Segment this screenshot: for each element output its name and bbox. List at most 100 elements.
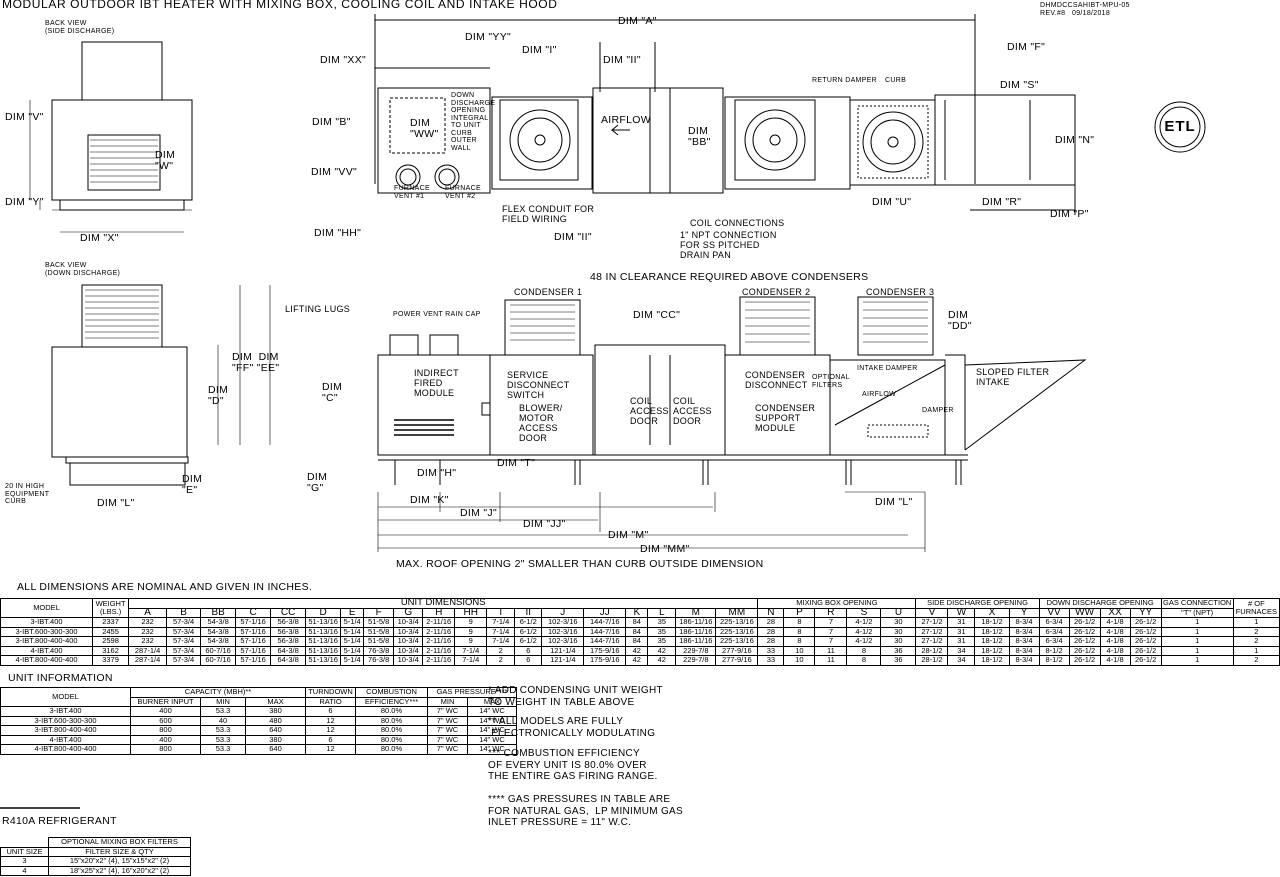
table-cell: 2598: [92, 636, 130, 647]
drawing-label: AIRFLOW: [601, 114, 651, 126]
drawing-label: CURB: [885, 77, 907, 84]
table-cell: 36: [880, 655, 917, 666]
back-view-side-discharge: [29, 41, 193, 233]
table-cell: 84: [625, 626, 649, 637]
table-cell: 3-IBT.800-400-400: [0, 725, 131, 736]
column-header: V: [915, 607, 949, 618]
table-cell: 6: [514, 655, 543, 666]
table-cell: 10-3/4: [393, 655, 424, 666]
etl-logo: [1154, 101, 1206, 153]
table-cell: 287-1/4: [128, 655, 168, 666]
table-cell: 4-1/2: [846, 626, 882, 637]
table-cell: 6-1/2: [514, 617, 543, 628]
table-cell: 31: [947, 626, 976, 637]
table-cell: 1: [1160, 626, 1234, 637]
table-cell: 76-3/8: [363, 655, 395, 666]
drawing-label: DIM "A": [618, 15, 657, 27]
column-header: H: [422, 607, 456, 618]
turndown-header: TURNDOWN: [305, 687, 356, 698]
table-cell: 8-3/4: [1008, 617, 1040, 628]
table-cell: 7: [814, 626, 848, 637]
table-cell: 9: [454, 626, 488, 637]
table-cell: 380: [245, 706, 306, 717]
table-cell: 18-1/2: [974, 636, 1010, 647]
drawing-label: INTAKE DAMPER: [857, 365, 918, 372]
table-cell: 144-7/16: [583, 626, 627, 637]
column-header: F: [363, 607, 395, 618]
table-cell: 1: [1160, 655, 1234, 666]
unit-dimensions-header: UNIT DIMENSIONS: [128, 598, 759, 609]
drawing-label: AIRFLOW: [862, 391, 896, 398]
note-1: * ADD CONDENSING UNIT WEIGHT TO WEIGHT I…: [488, 685, 663, 708]
table-cell: 640: [245, 744, 306, 755]
drawing-label: DIM "WW": [410, 117, 439, 140]
drawing-label: DIM "I": [522, 44, 557, 56]
table-cell: 225-13/16: [715, 626, 759, 637]
drawing-label: 20 IN HIGH EQUIPMENT CURB: [5, 483, 50, 505]
drawing-label: DIM "L": [875, 496, 913, 508]
table-cell: 232: [128, 617, 168, 628]
table-cell: 186-11/16: [675, 626, 717, 637]
table-cell: 2455: [92, 626, 130, 637]
unit-information-title: UNIT INFORMATION: [8, 672, 113, 684]
table-cell: 80.0%: [355, 715, 428, 726]
table-cell: 76-3/8: [363, 645, 395, 656]
table-cell: 31: [947, 636, 976, 647]
table-cell: 7" WC: [427, 715, 468, 726]
table-cell: 4-1/2: [846, 636, 882, 647]
table-cell: 1: [1160, 645, 1234, 656]
table-cell: 225-13/16: [715, 636, 759, 647]
column-header: N: [757, 607, 785, 618]
drawing-label: COIL CONNECTIONS: [690, 218, 785, 228]
table-cell: 4-1/8: [1099, 655, 1131, 666]
unit-size-header: UNIT SIZE: [0, 846, 49, 857]
table-cell: 28: [757, 636, 785, 647]
drawing-label: SERVICE DISCONNECT SWITCH: [507, 370, 570, 400]
column-header: JJ: [583, 607, 627, 618]
drawing-label: DIM "HH": [314, 227, 362, 239]
table-cell: 229-7/8: [675, 655, 717, 666]
column-header: W: [947, 607, 976, 618]
table-cell: 57-3/4: [166, 636, 202, 647]
column-header: I: [486, 607, 516, 618]
table-cell: 3-IBT.400: [0, 617, 94, 628]
drawing-label: DIM "V": [5, 111, 44, 123]
table-cell: 8-3/4: [1008, 636, 1040, 647]
drawing-label: DIM "W": [155, 149, 176, 172]
drawing-label: OPTIONAL FILTERS: [812, 374, 850, 389]
drawing-label: DIM "K": [410, 494, 449, 506]
etl-logo-text: ETL: [1164, 118, 1196, 135]
table-cell: 26-1/2: [1129, 636, 1162, 647]
table-cell: 1: [1160, 636, 1234, 647]
table-cell: 9: [454, 617, 488, 628]
table-cell: 7-1/4: [486, 617, 516, 628]
drawing-label: DIM "U": [872, 196, 912, 208]
drawing-label: FURNACE VENT #1: [394, 185, 430, 200]
table-cell: 42: [625, 655, 649, 666]
table-cell: 2: [486, 645, 516, 656]
table-cell: 6: [305, 734, 356, 745]
table-cell: 10-3/4: [393, 617, 424, 628]
table-cell: 1: [1232, 645, 1280, 656]
table-cell: 80.0%: [355, 725, 428, 736]
drawing-label: DIM "II": [603, 54, 641, 66]
filter-size-header: FILTER SIZE & QTY: [48, 846, 191, 857]
table-cell: 400: [130, 734, 201, 745]
table-cell: 2: [486, 655, 516, 666]
column-header: HH: [454, 607, 488, 618]
model-header: MODEL: [0, 687, 131, 707]
drawing-label: DIM "M": [608, 529, 649, 541]
column-header: MIN: [200, 696, 246, 707]
filters-title: OPTIONAL MIXING BOX FILTERS: [48, 837, 191, 848]
drawing-label: DIM "L": [97, 497, 135, 509]
drawing-label: DIM "G": [307, 471, 328, 494]
drawing-label: POWER VENT RAIN CAP: [393, 311, 481, 318]
drawing-label: DIM "CC": [633, 309, 681, 321]
furnaces-header: # OF FURNACES: [1232, 598, 1280, 618]
column-header: M: [675, 607, 717, 618]
table-cell: 26-1/2: [1129, 617, 1162, 628]
column-header: S: [846, 607, 882, 618]
table-cell: 35: [647, 636, 677, 647]
